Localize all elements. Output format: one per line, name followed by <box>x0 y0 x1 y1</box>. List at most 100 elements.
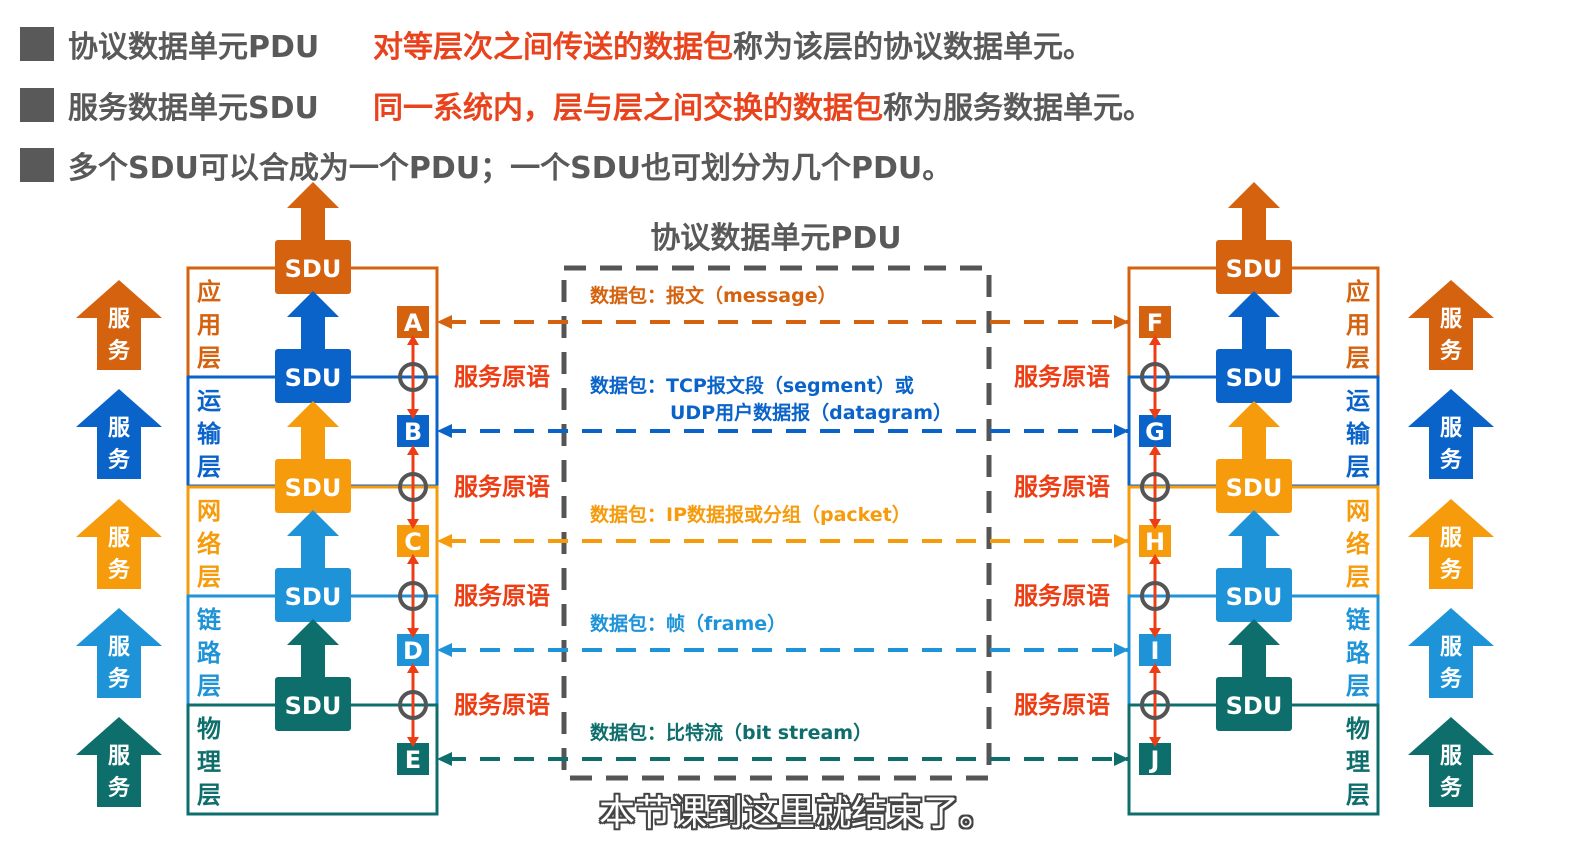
arrow-down-icon <box>1149 628 1161 638</box>
arrowhead-right-icon <box>1114 424 1129 438</box>
primitive-label-right: 服务原语 <box>1014 363 1110 391</box>
layer-name-right: 层 <box>1346 672 1370 700</box>
arrow-down-icon <box>1149 409 1161 419</box>
sdu-label: SDU <box>285 474 342 502</box>
layer-name-right: 层 <box>1346 781 1370 809</box>
service-label: 服 <box>1440 416 1463 441</box>
layer-name-right: 物 <box>1346 715 1370 743</box>
layer-name-right: 输 <box>1346 420 1371 448</box>
layer-name-right: 层 <box>1346 453 1370 481</box>
arrowhead-left-icon <box>437 643 452 657</box>
sap-label-right: J <box>1149 746 1160 774</box>
sap-point-right <box>1139 306 1171 338</box>
service-label: 务 <box>1440 776 1463 801</box>
layer-name-right: 应 <box>1346 278 1370 306</box>
sdu-block <box>1216 459 1292 513</box>
service-label: 务 <box>1440 339 1463 364</box>
layer-name-left: 路 <box>197 639 222 667</box>
service-label: 服 <box>108 416 131 441</box>
bullet-square-icon <box>20 148 54 182</box>
bullet-relation: 多个SDU可以合成为一个PDU；一个SDU也可划分为几个PDU。 <box>20 143 952 187</box>
sdu-arrow-icon <box>287 619 339 677</box>
arrow-up-icon <box>407 335 419 345</box>
service-arrow-icon <box>1408 389 1494 479</box>
arrow-down-icon <box>407 519 419 529</box>
layer-name-left: 链 <box>197 606 222 634</box>
bullet-rest: 称为该层的协议数据单元。 <box>733 30 1093 65</box>
arrowhead-right-icon <box>1114 315 1129 329</box>
service-arrow-icon <box>76 499 162 589</box>
service-label: 务 <box>1440 448 1463 473</box>
arrowhead-right-icon <box>1114 534 1129 548</box>
layer-name-left: 物 <box>197 715 221 743</box>
layer-name-right: 运 <box>1346 387 1370 415</box>
arrowhead-left-icon <box>437 752 452 766</box>
sdu-label: SDU <box>1226 364 1283 392</box>
pdu-title: 协议数据单元PDU <box>650 221 901 256</box>
layer-name-right: 层 <box>1346 563 1370 591</box>
primitive-label-left: 服务原语 <box>454 363 550 391</box>
primitive-label-left: 服务原语 <box>454 582 550 610</box>
primitive-label-right: 服务原语 <box>1014 691 1110 719</box>
arrow-down-icon <box>407 737 419 747</box>
packet-label: 数据包：帧（frame） <box>590 612 786 635</box>
service-label: 服 <box>1440 635 1463 660</box>
bullet-term: 协议数据单元PDU <box>68 30 320 65</box>
service-label: 服 <box>108 526 131 551</box>
service-arrow-icon <box>1408 280 1494 370</box>
sdu-block <box>275 349 351 403</box>
sap-point-left <box>397 415 429 447</box>
arrow-up-icon <box>1149 335 1161 345</box>
layer-name-right: 用 <box>1346 311 1370 339</box>
sap-circle-icon <box>398 362 428 392</box>
service-label: 务 <box>108 558 131 583</box>
sap-label-left: B <box>404 418 422 446</box>
service-arrow-icon <box>1408 717 1494 807</box>
bullet-sdu: 服务数据单元SDU 同一系统内，层与层之间交换的数据包 称为服务数据单元。 <box>20 83 1153 127</box>
arrow-down-icon <box>407 628 419 638</box>
sap-label-right: F <box>1147 309 1163 337</box>
sap-label-right: I <box>1151 637 1160 665</box>
sap-circle-icon <box>1140 362 1170 392</box>
sdu-arrow-icon <box>287 510 339 568</box>
packet-label: 数据包：TCP报文段（segment）或 <box>590 374 914 397</box>
sdu-label: SDU <box>1226 255 1283 283</box>
packet-label: 数据包：比特流（bit stream） <box>590 721 872 744</box>
sap-label-left: A <box>404 309 423 337</box>
sdu-label: SDU <box>1226 583 1283 611</box>
sap-point-left <box>397 525 429 557</box>
sap-point-right <box>1139 525 1171 557</box>
service-label: 务 <box>1440 558 1463 583</box>
sdu-arrow-icon <box>1228 401 1280 459</box>
service-label: 服 <box>108 635 131 660</box>
bullet-pdu: 协议数据单元PDU 对等层次之间传送的数据包 称为该层的协议数据单元。 <box>20 22 1093 66</box>
sap-point-right <box>1139 415 1171 447</box>
service-arrow-icon <box>76 389 162 479</box>
service-label: 服 <box>108 307 131 332</box>
sdu-block <box>1216 349 1292 403</box>
layer-name-right: 层 <box>1346 344 1370 372</box>
layer-name-right: 链 <box>1346 606 1371 634</box>
sap-label-left: E <box>405 746 421 774</box>
layer-name-right: 路 <box>1346 639 1371 667</box>
arrow-down-icon <box>407 409 419 419</box>
service-label: 务 <box>108 667 131 692</box>
sdu-arrow-icon <box>1228 182 1280 240</box>
primitive-label-left: 服务原语 <box>454 691 550 719</box>
service-label: 服 <box>1440 307 1463 332</box>
layer-name-left: 网 <box>197 497 221 525</box>
arrowhead-left-icon <box>437 534 452 548</box>
sap-point-right <box>1139 634 1171 666</box>
sdu-block <box>275 459 351 513</box>
bullet-rest: 多个SDU可以合成为一个PDU；一个SDU也可划分为几个PDU。 <box>68 151 953 186</box>
layer-name-left: 理 <box>197 748 221 776</box>
sap-circle-icon <box>398 690 428 720</box>
sdu-arrow-icon <box>1228 291 1280 349</box>
arrow-up-icon <box>407 445 419 455</box>
sap-label-right: H <box>1145 528 1165 556</box>
sap-point-left <box>397 634 429 666</box>
arrow-down-icon <box>1149 737 1161 747</box>
bullet-highlight: 对等层次之间传送的数据包 <box>373 30 733 65</box>
service-label: 服 <box>1440 526 1463 551</box>
sdu-block <box>275 240 351 294</box>
